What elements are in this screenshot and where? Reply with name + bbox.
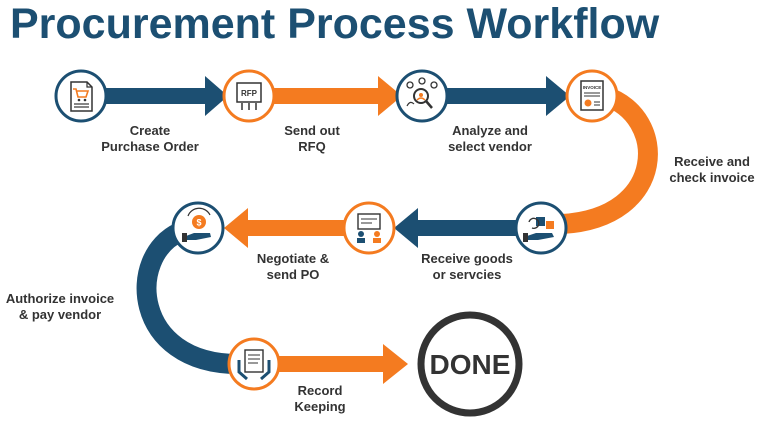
step-6-label-line2: send PO bbox=[266, 267, 320, 282]
step-7-label: Authorize invoice & pay vendor bbox=[5, 291, 115, 323]
step-7-node: $ bbox=[171, 201, 225, 255]
arrow-step2-to-step3 bbox=[270, 76, 402, 116]
step-8-label: Record Keeping bbox=[280, 383, 360, 415]
step-1-label: Create Purchase Order bbox=[95, 123, 205, 155]
step-2-node: RFP bbox=[222, 69, 276, 123]
done-node: DONE bbox=[417, 311, 523, 417]
arrow-step8-to-done bbox=[272, 344, 408, 384]
invoice-icon: INVOICE bbox=[580, 80, 604, 111]
step-8-node bbox=[227, 337, 281, 391]
step-7-label-line1: Authorize invoice bbox=[5, 291, 115, 306]
step-8-label-line2: Keeping bbox=[294, 399, 346, 414]
step-4-label-line2: check invoice bbox=[669, 170, 755, 185]
step-3-label-line1: Analyze and bbox=[452, 123, 528, 138]
receive-goods-hand-icon bbox=[523, 217, 554, 242]
step-1-node bbox=[54, 69, 108, 123]
negotiate-board-icon bbox=[357, 213, 381, 243]
step-7-label-line2: & pay vendor bbox=[18, 307, 102, 322]
rfp-icon-text: RFP bbox=[241, 89, 258, 98]
arrow-step6-to-step7 bbox=[224, 208, 345, 248]
invoice-icon-text: INVOICE bbox=[583, 85, 602, 90]
step-3-label: Analyze and select vendor bbox=[440, 123, 540, 155]
step-2-label-line1: Send out bbox=[284, 123, 340, 138]
rfp-document-icon: RFP bbox=[236, 82, 262, 110]
step-4-label: Receive and check invoice bbox=[662, 154, 762, 186]
curve-step7-to-step8 bbox=[136, 222, 239, 374]
purchase-order-cart-icon bbox=[70, 81, 93, 112]
svg-text:$: $ bbox=[196, 218, 201, 228]
step-2-label-line2: RFQ bbox=[298, 139, 326, 154]
arrow-step5-to-step6 bbox=[394, 208, 520, 248]
done-label: DONE bbox=[430, 349, 511, 380]
payment-hand-icon: $ bbox=[182, 207, 211, 242]
arrow-step3-to-step4 bbox=[440, 76, 570, 116]
step-6-label-line1: Negotiate & bbox=[256, 251, 330, 266]
arrow-step1-to-step2 bbox=[100, 76, 228, 116]
step-3-label-line2: select vendor bbox=[448, 139, 532, 154]
step-6-label: Negotiate & send PO bbox=[243, 251, 343, 283]
page-title: Procurement Process Workflow bbox=[10, 0, 660, 48]
step-6-node bbox=[342, 201, 396, 255]
step-4-label-line1: Receive and bbox=[674, 154, 750, 169]
curve-step4-to-step5 bbox=[561, 86, 658, 234]
step-3-node bbox=[395, 69, 449, 123]
step-1-label-line2: Purchase Order bbox=[101, 139, 199, 154]
step-5-label-line2: or servcies bbox=[432, 267, 502, 282]
record-keeping-icon bbox=[237, 349, 271, 381]
step-4-node: INVOICE bbox=[565, 69, 619, 123]
vendor-search-icon bbox=[406, 77, 438, 109]
step-1-label-line1: Create bbox=[129, 123, 171, 138]
step-8-label-line1: Record bbox=[297, 383, 343, 398]
step-2-label: Send out RFQ bbox=[267, 123, 357, 155]
step-5-label-line1: Receive goods bbox=[421, 251, 513, 266]
step-5-node bbox=[514, 201, 568, 255]
step-5-label: Receive goods or servcies bbox=[412, 251, 522, 283]
